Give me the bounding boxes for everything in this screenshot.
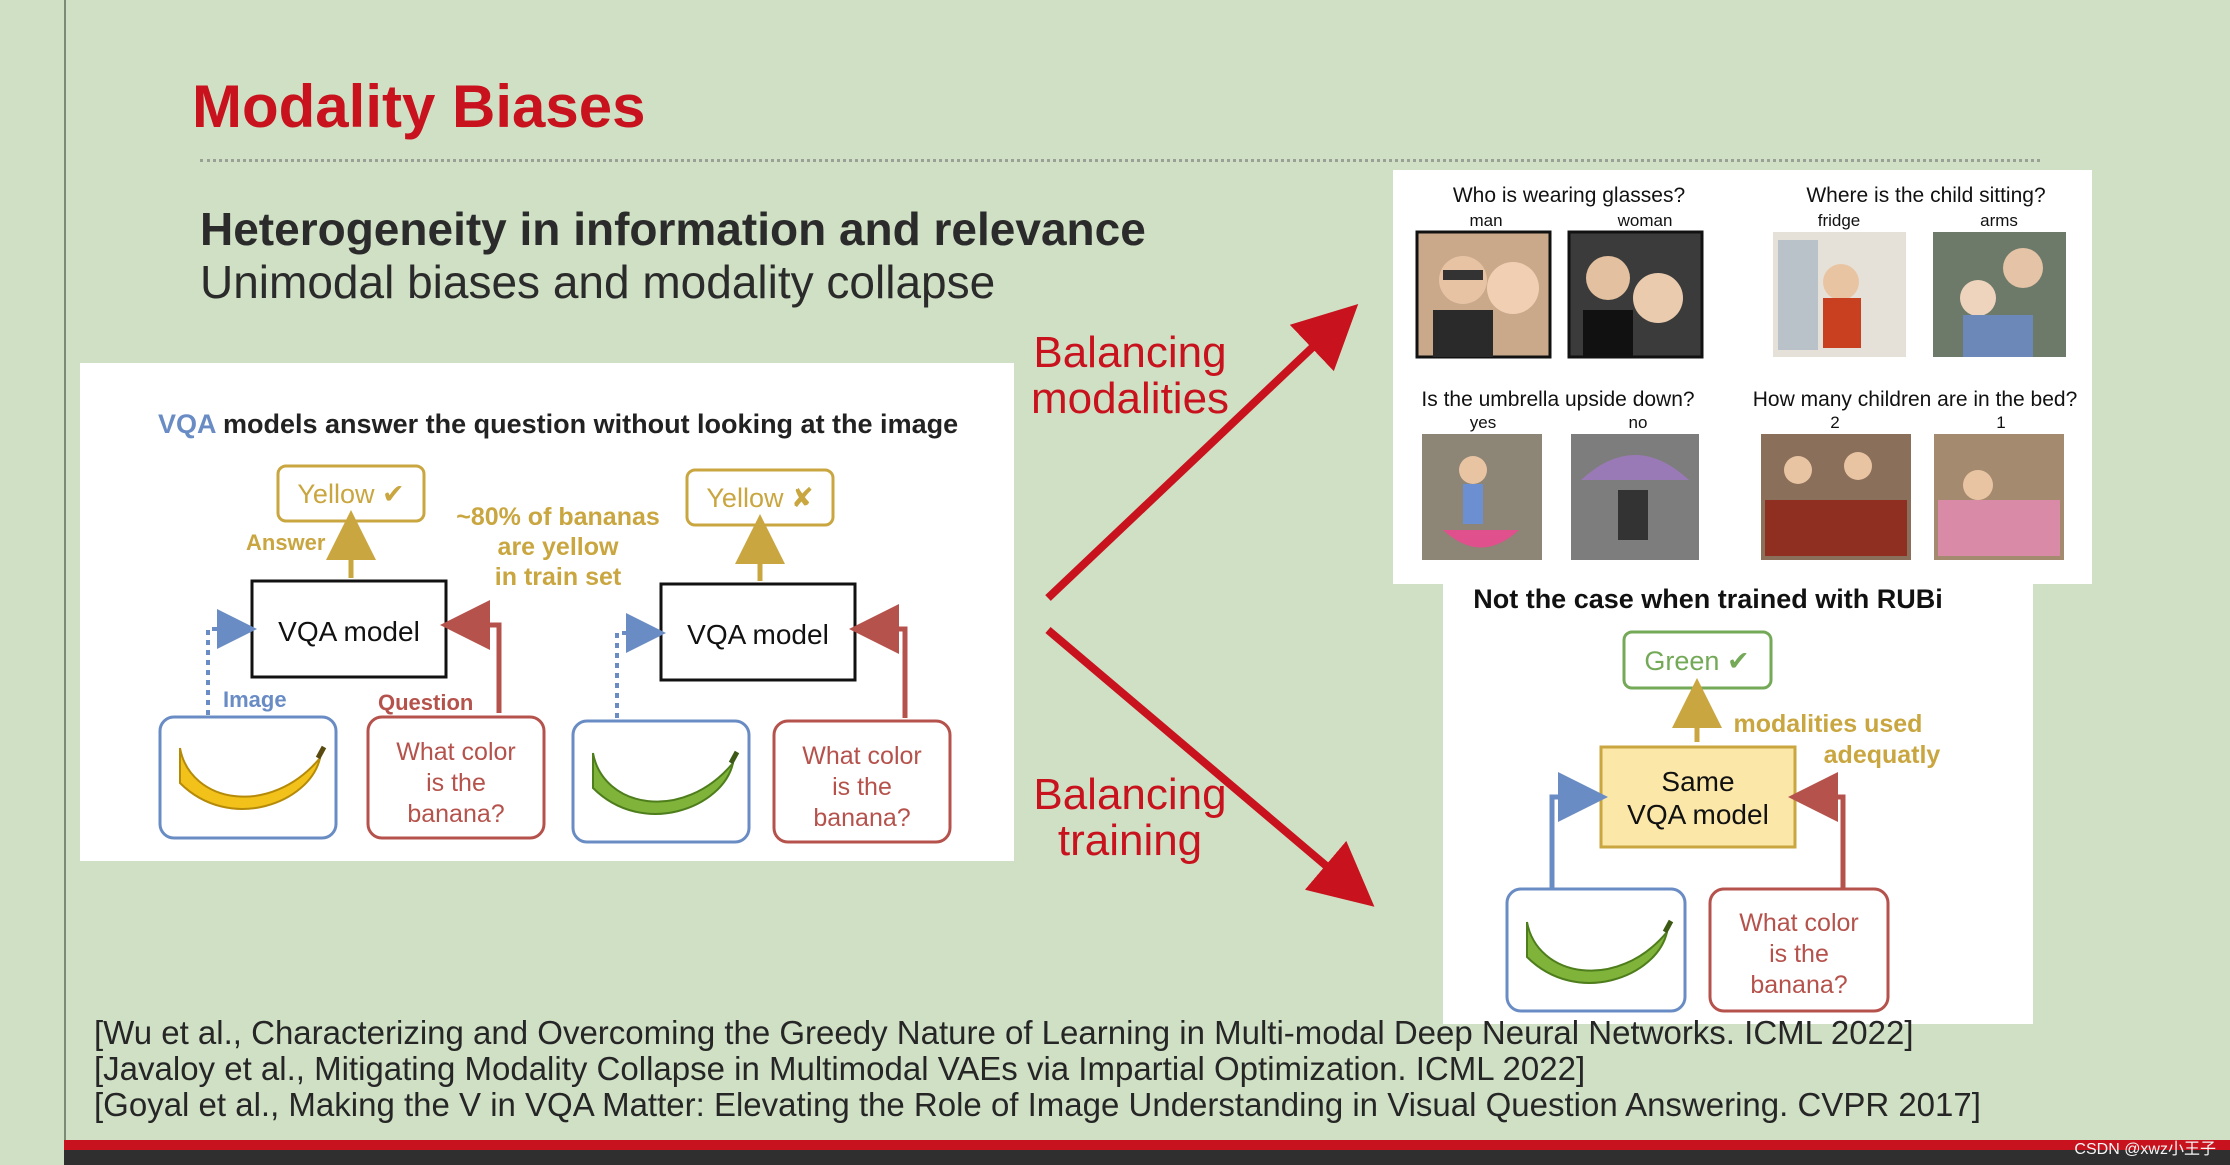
footer-dark-bar [64, 1150, 2230, 1165]
rubi-question-line-2: is the [1769, 940, 1829, 968]
answer-label: Answer [246, 530, 326, 555]
q3-text: Is the umbrella upside down? [1421, 388, 1694, 411]
left-border-line [64, 0, 66, 1165]
question-text-line-3: banana? [407, 800, 504, 828]
q4-text: How many children are in the bed? [1753, 388, 2078, 411]
q1-answer-b: woman [1617, 211, 1673, 230]
question-box-left [366, 715, 546, 840]
question-text-line-1: What color [802, 742, 921, 770]
stat-line-3: in train set [495, 563, 622, 591]
q1-text: Who is wearing glasses? [1453, 184, 1685, 207]
arrow-to-training [1045, 626, 1375, 907]
q3-answer-a: yes [1470, 413, 1496, 432]
rubi-note-line-2: adequatly [1824, 741, 1941, 769]
stat-line-1: ~80% of bananas [456, 503, 660, 531]
rubi-panel: Not the case when trained with RUBi Gree… [1443, 577, 2033, 1024]
answer-correct-text: Yellow ✔ [297, 479, 404, 509]
footer-red-bar [64, 1140, 2230, 1150]
stat-line-2: are yellow [498, 533, 619, 561]
green-banana-image-rubi [1526, 919, 1674, 984]
green-banana-box [571, 719, 751, 844]
question-text-line-1: What color [396, 738, 515, 766]
vqa-model-label-left: VQA model [278, 616, 420, 647]
photo-bed-one-child [1934, 434, 2064, 560]
photo-child-fridge [1773, 232, 1906, 357]
question-box-rubi [1708, 887, 1890, 1013]
title-divider [200, 159, 2040, 162]
photo-umbrella-upright [1571, 434, 1699, 560]
vqa-bias-diagram: VQA models answer the question without l… [158, 409, 958, 844]
slide-title: Modality Biases [192, 73, 646, 140]
q2-text: Where is the child sitting? [1806, 184, 2045, 207]
same-model-line-2: VQA model [1627, 799, 1769, 830]
question-text-line-2: is the [426, 769, 486, 797]
green-banana-image [592, 750, 740, 815]
reference-2: [Javaloy et al., Mitigating Modality Col… [94, 1050, 1586, 1087]
question-label: Question [378, 690, 473, 715]
image-arrow-rubi [1549, 772, 1608, 889]
watermark: CSDN @xwz小王子 [2074, 1141, 2216, 1158]
answer-wrong-text: Yellow ✘ [706, 483, 813, 513]
same-vqa-model-box [1599, 745, 1797, 849]
image-label: Image [223, 687, 287, 712]
slide-heading: Heterogeneity in information and relevan… [200, 203, 1146, 255]
question-arrow-left [440, 600, 502, 713]
vqa-model-box-right [659, 582, 857, 682]
reference-3: [Goyal et al., Making the V in VQA Matte… [94, 1086, 1981, 1123]
arrow-to-modalities [1045, 303, 1359, 601]
photo-bed-two-children [1761, 434, 1911, 560]
question-text-line-2: is the [832, 773, 892, 801]
question-box-right [772, 719, 952, 844]
reference-1: [Wu et al., Characterizing and Overcomin… [94, 1014, 1914, 1051]
vqa-examples-grid: Who is wearing glasses? man woman Where … [1415, 184, 2078, 560]
green-banana-box-rubi [1505, 887, 1687, 1013]
same-model-line-1: Same [1661, 766, 1734, 797]
question-arrow-rubi [1788, 772, 1846, 889]
green-answer-text: Green ✔ [1644, 646, 1749, 676]
vqa-questions-panel: Who is wearing glasses? man woman Where … [1393, 170, 2092, 584]
q4-answer-a: 2 [1830, 413, 1839, 432]
q2-answer-a: fridge [1818, 211, 1861, 230]
photo-child-arms [1933, 232, 2066, 357]
rubi-diagram: Not the case when trained with RUBi Gree… [1473, 584, 1943, 1013]
rubi-note-line-1: modalities used [1734, 710, 1923, 738]
vqa-bias-panel: VQA models answer the question without l… [80, 363, 1014, 861]
image-arrow-right [615, 613, 666, 718]
vqa-caption: VQA models answer the question without l… [158, 409, 958, 439]
vqa-model-label-right: VQA model [687, 619, 829, 650]
rubi-caption: Not the case when trained with RUBi [1473, 584, 1943, 614]
balancing-modalities-label: Balancing modalities [1030, 328, 1230, 423]
q3-answer-b: no [1629, 413, 1648, 432]
question-text-line-3: banana? [813, 804, 910, 832]
balancing-training-label: Balancing training [1033, 770, 1227, 865]
q1-answer-a: man [1469, 211, 1502, 230]
rubi-question-line-3: banana? [1750, 971, 1847, 999]
photo-umbrella-upside-down [1422, 434, 1542, 560]
photo-glasses-man [1415, 230, 1552, 359]
question-arrow-right [849, 604, 908, 718]
yellow-banana-box [158, 715, 338, 840]
q2-answer-b: arms [1980, 211, 2018, 230]
rubi-question-line-1: What color [1739, 909, 1858, 937]
slide-subheading: Unimodal biases and modality collapse [200, 256, 996, 308]
references: [Wu et al., Characterizing and Overcomin… [94, 1015, 1981, 1123]
yellow-banana-image [179, 745, 327, 810]
photo-glasses-woman [1567, 230, 1704, 359]
balancing-arrows [1045, 303, 1375, 907]
q4-answer-b: 1 [1996, 413, 2005, 432]
